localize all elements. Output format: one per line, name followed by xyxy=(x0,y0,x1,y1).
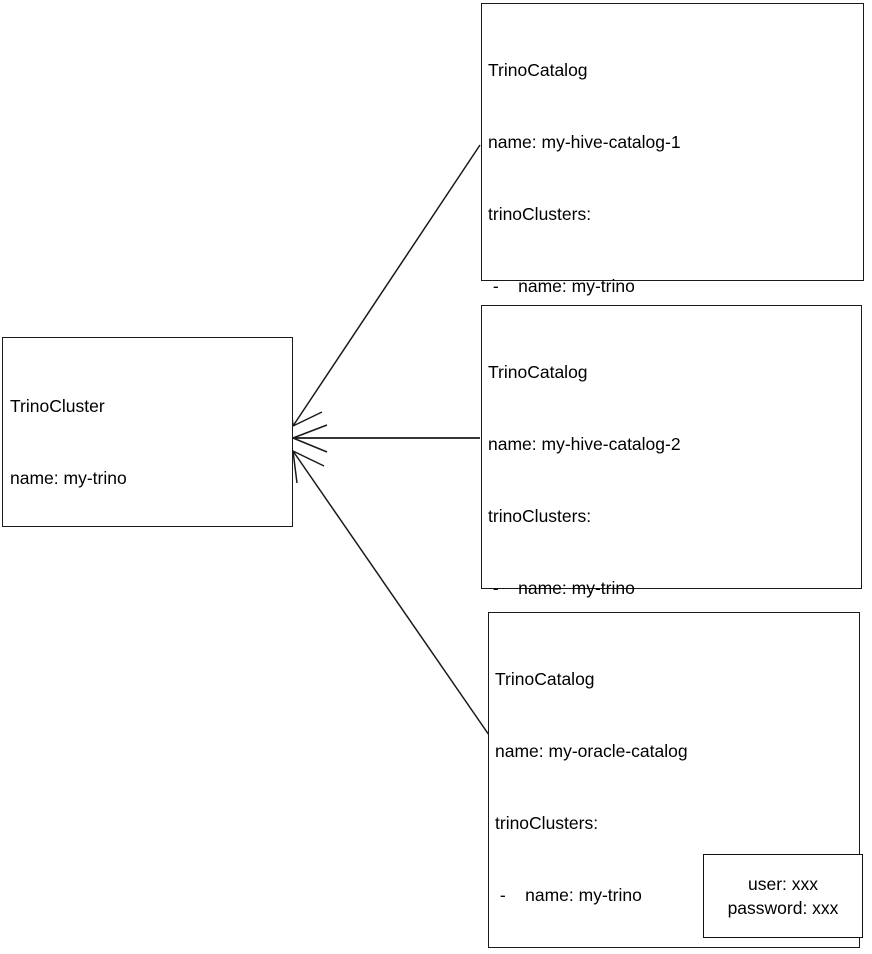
catalog-line: name: my-oracle-catalog xyxy=(495,741,688,761)
catalog-line: TrinoCatalog xyxy=(495,669,595,689)
catalog-3-text: TrinoCatalog name: my-oracle-catalog tri… xyxy=(489,613,859,954)
trinocluster-line: TrinoCluster xyxy=(10,396,105,416)
node-credentials-secret[interactable]: user: xxx password: xxx xyxy=(703,854,863,938)
catalog-line: trinoClusters: xyxy=(495,813,599,833)
credentials-line-password: password: xxx xyxy=(727,898,839,918)
connector-catalog-2-to-cluster xyxy=(292,424,480,453)
node-trinocluster[interactable]: TrinoCluster name: my-trino xyxy=(2,337,293,527)
connector-catalog-3-to-cluster xyxy=(292,450,490,736)
trinocluster-text: TrinoCluster name: my-trino xyxy=(3,338,292,538)
catalog-line: trinoClusters: xyxy=(488,204,592,224)
catalog-line: name: my-hive-catalog-1 xyxy=(488,132,681,152)
node-trinocatalog-my-oracle-catalog[interactable]: TrinoCatalog name: my-oracle-catalog tri… xyxy=(488,612,863,948)
connector-catalog-1-to-cluster xyxy=(289,144,481,427)
catalog-line: trinoClusters: xyxy=(488,506,592,526)
catalog-line: - name: my-trino xyxy=(495,885,642,905)
node-trinocatalog-my-hive-catalog-1[interactable]: TrinoCatalog name: my-hive-catalog-1 tri… xyxy=(481,3,864,656)
credentials-line-user: user: xxx xyxy=(747,874,819,894)
catalog-line: TrinoCatalog xyxy=(488,362,588,382)
catalog-line: - name: my-trino xyxy=(488,578,635,598)
trinocluster-line: name: my-trino xyxy=(10,468,127,488)
node-trinocatalog-my-hive-catalog-2[interactable]: TrinoCatalog name: my-hive-catalog-2 tri… xyxy=(481,305,862,886)
catalog-line: - name: my-trino xyxy=(488,276,635,296)
catalog-line: name: my-hive-catalog-2 xyxy=(488,434,681,454)
catalog-line: TrinoCatalog xyxy=(488,60,588,80)
